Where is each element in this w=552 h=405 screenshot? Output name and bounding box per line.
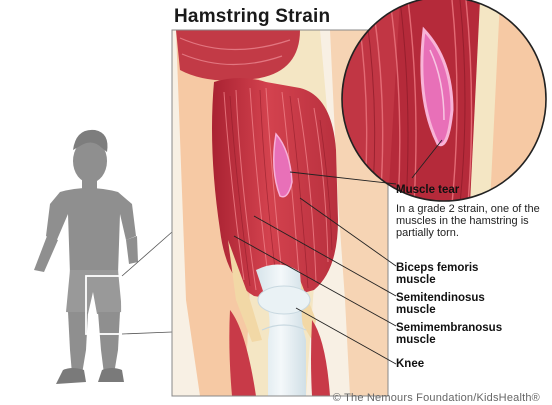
label-semiten-line1: Semitendinosus xyxy=(396,292,485,304)
tear-description: In a grade 2 strain, one of the muscles … xyxy=(396,203,546,239)
label-semimem-line1: Semimembranosus xyxy=(396,322,502,334)
label-biceps-femoris: Biceps femoris muscle xyxy=(396,262,478,286)
label-semimembranosus: Semimembranosus muscle xyxy=(396,322,502,346)
label-semitendinosus: Semitendinosus muscle xyxy=(396,292,485,316)
body-silhouette xyxy=(34,130,138,384)
label-muscle-tear: Muscle tear xyxy=(396,184,459,196)
label-knee: Knee xyxy=(396,358,424,370)
label-biceps-line2: muscle xyxy=(396,274,478,286)
label-semiten-line2: muscle xyxy=(396,304,485,316)
copyright-notice: © The Nemours Foundation/KidsHealth® xyxy=(333,392,540,404)
label-biceps-line1: Biceps femoris xyxy=(396,262,478,274)
label-semimem-line2: muscle xyxy=(396,334,502,346)
